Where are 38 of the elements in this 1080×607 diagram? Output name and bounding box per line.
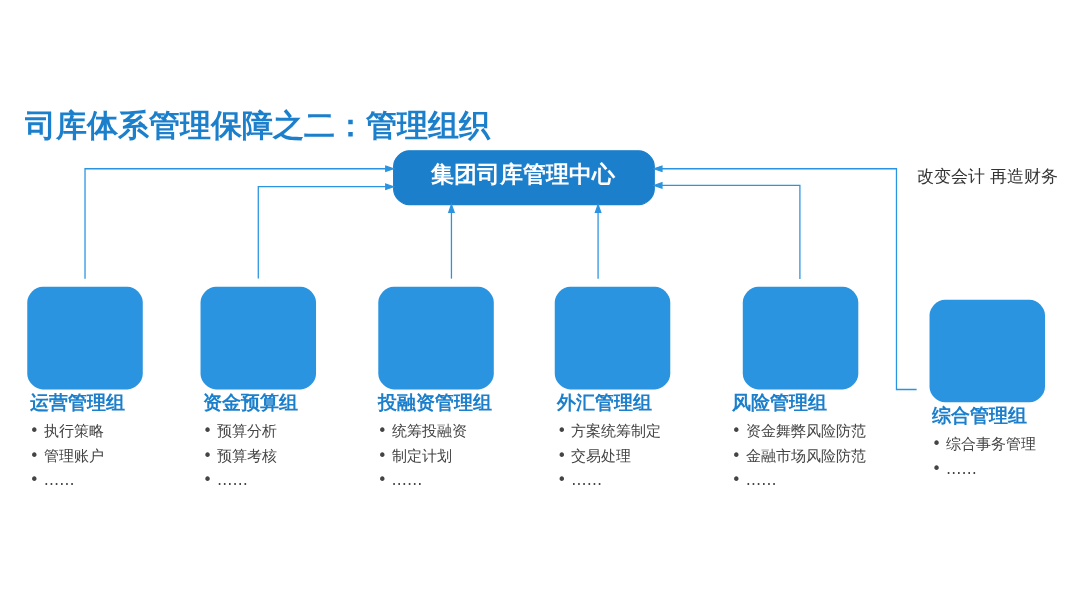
node-label: • 综合事务管理 <box>932 435 1037 454</box>
node-label: • 管理账户 <box>29 446 104 465</box>
arrow <box>652 181 801 280</box>
node-label: • 执行策略 <box>29 422 104 441</box>
label: 改变会计 再造财务 <box>916 167 1058 187</box>
node-label: • …… <box>932 459 977 478</box>
arrow <box>594 202 602 280</box>
node-label: • 统筹投融资 <box>377 422 467 441</box>
node-label: • …… <box>557 471 603 490</box>
node-label: • 金融市场风险防范 <box>731 446 866 465</box>
node-box <box>929 299 1046 403</box>
diagram-title: 司库体系管理保障之二：管理组织 <box>24 106 490 143</box>
node-box <box>27 286 143 390</box>
node-box <box>742 286 859 390</box>
node-label: • …… <box>731 471 777 490</box>
node-label: • 预算考核 <box>203 446 278 465</box>
arrow <box>257 183 396 280</box>
arrow <box>447 202 456 280</box>
arrow <box>652 165 918 391</box>
node-label: 综合管理组 <box>932 403 1028 427</box>
node-label: 外汇管理组 <box>557 390 653 414</box>
node-label: • …… <box>29 471 75 490</box>
node-label: • …… <box>203 471 248 490</box>
node-box <box>554 286 671 390</box>
node-box: 集团司库管理中心 <box>393 150 655 206</box>
node-box <box>200 286 317 390</box>
node-label: • 资金舞弊风险防范 <box>731 422 866 441</box>
node-label: • 预算分析 <box>203 422 278 441</box>
node-label: • 制定计划 <box>377 446 452 465</box>
node-label: • …… <box>377 471 423 490</box>
node-label: 投融资管理组 <box>377 390 492 414</box>
arrow <box>84 165 396 280</box>
node-label: 风险管理组 <box>731 390 827 414</box>
node-label: 运营管理组 <box>29 390 125 414</box>
node-label: 资金预算组 <box>203 390 299 414</box>
node-label: • 方案统筹制定 <box>557 422 662 441</box>
node-box <box>378 286 494 390</box>
node-label: • 交易处理 <box>557 446 632 465</box>
